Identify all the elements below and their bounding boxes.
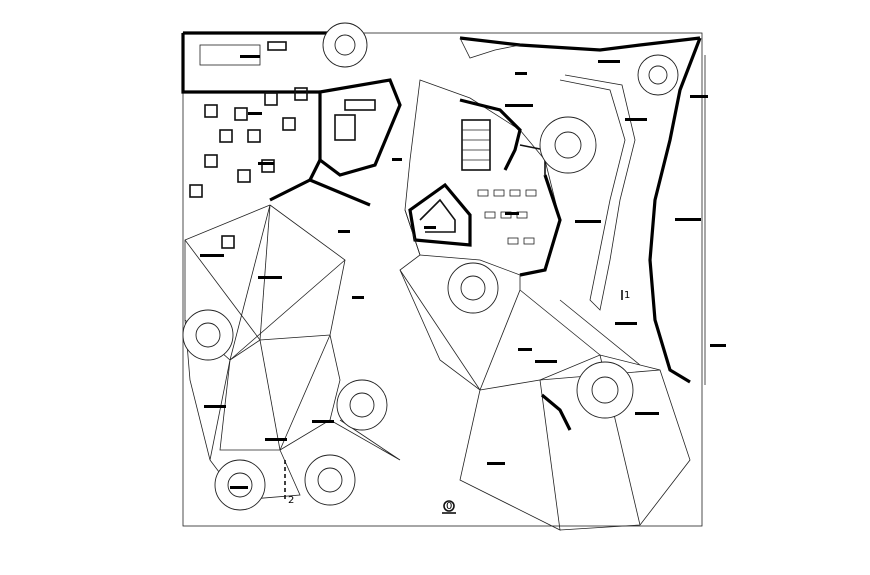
- kitchen-counter: [419, 198, 456, 233]
- stair-treads: [462, 129, 490, 161]
- section-marker-2: 2: [288, 495, 294, 506]
- annotation-labels: [200, 55, 726, 489]
- stair-core-wall: [459, 98, 522, 171]
- tree-symbols: [182, 22, 679, 511]
- dining-tables: [477, 189, 537, 245]
- north-wall-right: [459, 36, 701, 52]
- north-west-wall: [181, 33, 290, 94]
- kitchen-block: [408, 182, 472, 247]
- east-path: [559, 74, 636, 311]
- north-arrow-symbol: 0: [442, 500, 456, 514]
- section-marker-1: 1: [624, 290, 630, 301]
- restroom-block: [318, 78, 402, 177]
- ramp-wall: [540, 393, 572, 431]
- stair-core: [461, 119, 491, 171]
- dining-wall: [519, 174, 562, 277]
- restroom-counter: [344, 99, 376, 111]
- north-symbol-glyph: 0: [446, 501, 452, 512]
- site-boundary: [182, 32, 703, 527]
- central-pavilion-outline: [404, 79, 561, 276]
- connector-wall-west: [269, 178, 371, 207]
- east-wall: [648, 37, 702, 384]
- outdoor-table-grid: [189, 87, 308, 249]
- gate: [267, 41, 287, 51]
- connector-wall-mid: [308, 159, 322, 181]
- north-wall-detail: [459, 37, 521, 59]
- restroom-stall-1: [334, 114, 356, 141]
- landscape-mesh: [184, 204, 691, 531]
